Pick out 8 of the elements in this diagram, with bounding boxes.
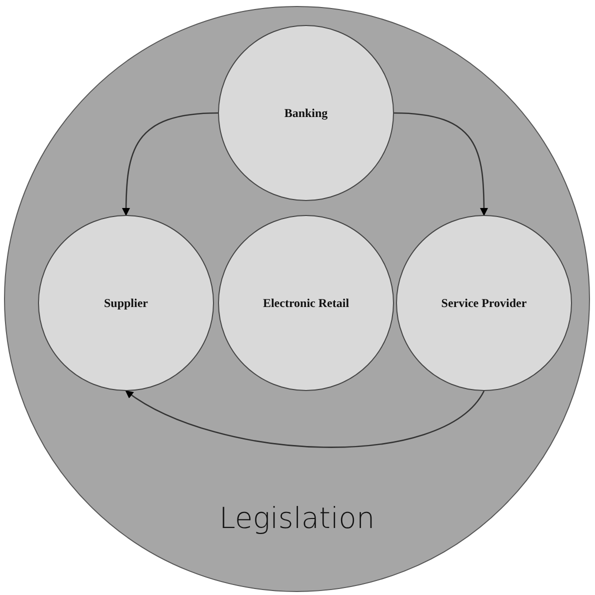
node-label: Electronic Retail bbox=[262, 295, 350, 312]
arrow bbox=[125, 390, 485, 448]
node-label: Legislation bbox=[218, 500, 376, 537]
arrow bbox=[122, 112, 218, 216]
node-label: Supplier bbox=[102, 295, 149, 312]
node-label: Service Provider bbox=[440, 295, 528, 312]
arrow bbox=[394, 112, 488, 216]
node-label: Banking bbox=[283, 105, 329, 122]
